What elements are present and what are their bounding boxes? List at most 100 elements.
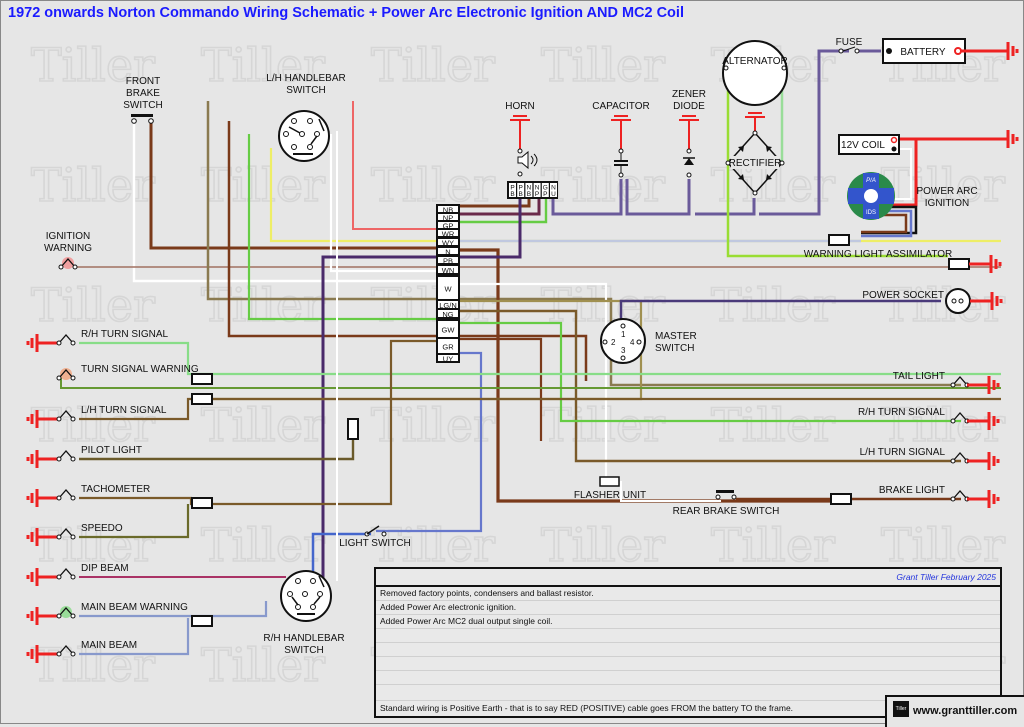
- ground-icon: [26, 334, 59, 352]
- notes-line-1: Removed factory points, condensers and b…: [376, 587, 1000, 601]
- harness-code: LG/N: [439, 301, 457, 310]
- master-switch-label-1: MASTER: [655, 331, 697, 342]
- horn-label: HORN: [505, 101, 534, 112]
- watermark-text: Tiller: [31, 518, 155, 572]
- wire-ng: [460, 309, 961, 463]
- notes-line-2: Added Power Arc electronic ignition.: [376, 601, 1000, 615]
- ground-icon: [969, 255, 1002, 273]
- website-link[interactable]: www.granttiller.com: [913, 705, 1018, 717]
- wire-tacho: [79, 339, 441, 506]
- ground-icon: [970, 292, 1003, 310]
- ground-icon: [26, 645, 59, 663]
- watermark-text: Tiller: [31, 398, 155, 452]
- left-lamp-label: L/H TURN SIGNAL: [81, 405, 167, 416]
- power-arc-badge-top: P/A: [866, 178, 876, 184]
- left-lamp-label: MAIN BEAM: [81, 640, 137, 651]
- left-lamp-label: SPEEDO: [81, 523, 123, 534]
- master-pin-2: 2: [611, 338, 616, 347]
- horn-connector-pin: PB: [509, 183, 516, 198]
- ground-symbols: [969, 42, 1019, 310]
- zener-label-1: ZENER: [672, 89, 706, 100]
- zener-diode: ZENER DIODE: [672, 89, 706, 178]
- front-brake-label-1: FRONT: [126, 76, 160, 87]
- left-lamp-item: TURN SIGNAL WARNING: [56, 364, 199, 381]
- notes-line-6: [376, 657, 1000, 671]
- ignition-warning-lamp: IGNITION WARNING: [44, 231, 92, 270]
- right-lamp-label: L/H TURN SIGNAL: [860, 447, 946, 458]
- left-lamp-label: TACHOMETER: [81, 484, 150, 495]
- left-lamp-label: PILOT LIGHT: [81, 445, 142, 456]
- watermark-text: Tiller: [201, 38, 325, 92]
- left-lamp-item: TACHOMETER: [26, 484, 150, 507]
- watermark-text: Tiller: [881, 278, 1005, 332]
- battery: BATTERY: [882, 38, 986, 64]
- lamp-icon: [56, 410, 76, 422]
- notes-author: Grant Tiller February 2025: [376, 569, 1000, 587]
- fuse-label: FUSE: [836, 37, 863, 48]
- lamp-icon: [56, 368, 76, 381]
- left-lamp-list: R/H TURN SIGNAL TURN SIGNAL WARNING L/H TU…: [26, 329, 199, 663]
- wire-pb: [460, 194, 522, 259]
- wire-alt-green: [726, 73, 948, 258]
- ground-icon: [986, 42, 1019, 60]
- wire-pb-down: [321, 255, 441, 581]
- rh-handlebar-label-1: R/H HANDLEBAR: [263, 633, 344, 644]
- ground-icon: [26, 568, 59, 586]
- watermark-text: Tiller: [711, 398, 835, 452]
- wire-lh-green: [247, 134, 441, 321]
- harness-terminal: UY: [436, 353, 460, 364]
- left-lamp-item: MAIN BEAM: [26, 640, 137, 663]
- harness-code: GR: [442, 343, 454, 352]
- left-lamp-item: SPEEDO: [26, 523, 123, 546]
- harness-terminal: WN: [436, 264, 460, 275]
- ground-icon: [986, 130, 1019, 148]
- ground-icon: [26, 410, 59, 428]
- ground-icon: [967, 376, 1000, 394]
- capacitor-label: CAPACITOR: [592, 101, 649, 112]
- watermark-text: Tiller: [881, 518, 1005, 572]
- ground-icon: [967, 490, 1000, 508]
- wire-brake-light: [620, 481, 721, 502]
- lamp-icon: [56, 450, 76, 462]
- wire-w: [460, 282, 608, 481]
- master-pin-1: 1: [621, 330, 626, 339]
- rear-brake-label: REAR BRAKE SWITCH: [673, 506, 780, 517]
- capacitor: CAPACITOR: [592, 101, 650, 178]
- pin-code-top: P: [519, 185, 523, 192]
- watermark-text: Tiller: [201, 518, 325, 572]
- left-lamp-item: PILOT LIGHT: [26, 445, 142, 468]
- harness-code: WY: [442, 239, 454, 248]
- harness-terminal: NG: [436, 308, 460, 319]
- harness-code: UY: [443, 355, 453, 364]
- notes-footer: Standard wiring is Positive Earth - that…: [376, 700, 1004, 716]
- master-switch-label-2: SWITCH: [655, 343, 694, 354]
- right-lamp-label: R/H TURN SIGNAL: [858, 407, 945, 418]
- power-socket-label: POWER SOCKET: [862, 290, 944, 301]
- wire-gp: [460, 194, 548, 224]
- harness-code: NB: [443, 206, 453, 215]
- wire-coil-neg: [881, 148, 912, 200]
- watermark-text: Tiller: [371, 158, 495, 212]
- harness-terminal: GW: [436, 319, 460, 339]
- notes-panel: Grant Tiller February 2025 Removed facto…: [374, 567, 1004, 718]
- lamp-icon: [56, 645, 76, 657]
- tiller-logo: Tiller: [893, 701, 909, 717]
- watermark-text: Tiller: [881, 398, 1005, 452]
- harness-code: W: [444, 285, 452, 294]
- front-brake-switch: FRONT BRAKE SWITCH: [123, 76, 163, 124]
- harness-code: N: [445, 248, 450, 257]
- wire-turn-warn: [60, 378, 1001, 389]
- wires: [60, 49, 1001, 656]
- notes-line-5: [376, 643, 1000, 657]
- lamp-icon: [56, 489, 76, 501]
- left-lamp-item: L/H TURN SIGNAL: [26, 405, 167, 428]
- left-lamp-label: R/H TURN SIGNAL: [81, 329, 168, 340]
- watermark-text: Tiller: [711, 278, 835, 332]
- horn-connector-pin: GP: [541, 183, 549, 198]
- wire-lh-pink: [352, 101, 441, 230]
- flasher-unit: FLASHER UNIT: [574, 476, 646, 501]
- horn-connector-pin: PB: [517, 183, 525, 198]
- wire-gw: [460, 321, 961, 423]
- wire-gr: [460, 337, 543, 441]
